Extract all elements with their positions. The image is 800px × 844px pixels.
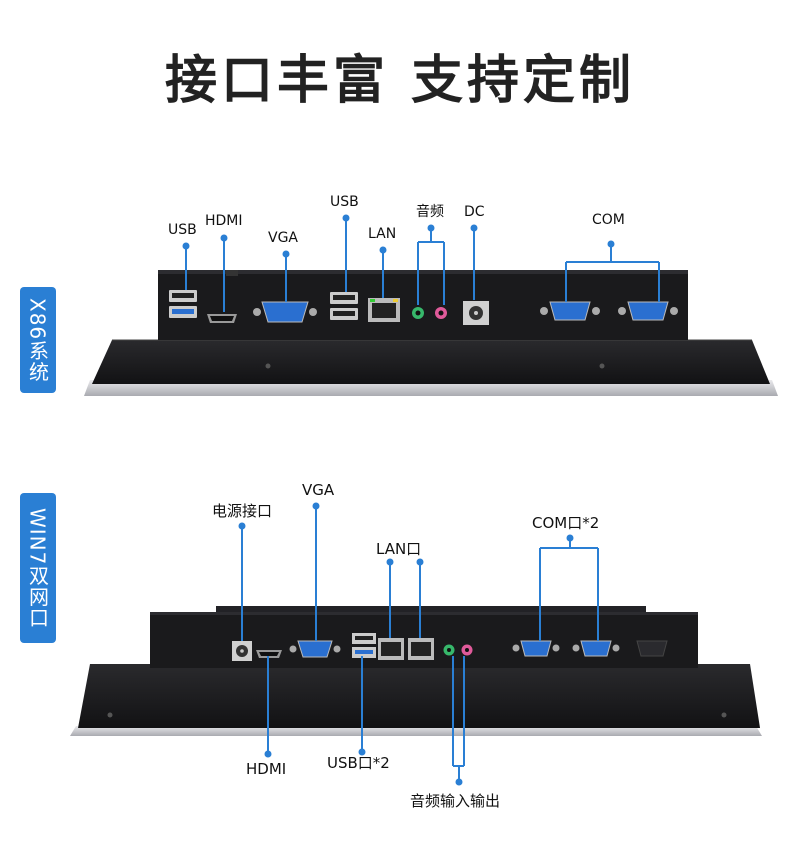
label-com-1: COM (592, 212, 625, 228)
label-hdmi-2: HDMI (246, 760, 287, 778)
device-2 (70, 502, 762, 786)
usb-port-icon (169, 290, 197, 318)
label-audio-1: 音频 (416, 204, 444, 220)
device-1 (84, 214, 778, 396)
tab-win7-dual-lan: WIN7双网口 (20, 493, 56, 643)
page-title: 接口丰富 支持定制 (164, 51, 636, 111)
label-lan-2: LAN口 (376, 540, 422, 558)
label-usb-1: USB (168, 222, 197, 238)
tab-x86-system: X86系统 (20, 287, 56, 393)
label-vga-1: VGA (268, 230, 299, 246)
label-audio-2: 音频输入输出 (410, 792, 501, 810)
label-com-2: COM口*2 (532, 514, 600, 532)
label-vga-2: VGA (302, 481, 335, 499)
label-usb-2x: USB口*2 (327, 754, 390, 772)
label-usb-2: USB (330, 194, 359, 210)
label-dc-1: DC (464, 204, 485, 220)
label-power: 电源接口 (212, 502, 273, 520)
label-lan-1: LAN (368, 226, 397, 242)
label-hdmi-1: HDMI (205, 213, 243, 229)
